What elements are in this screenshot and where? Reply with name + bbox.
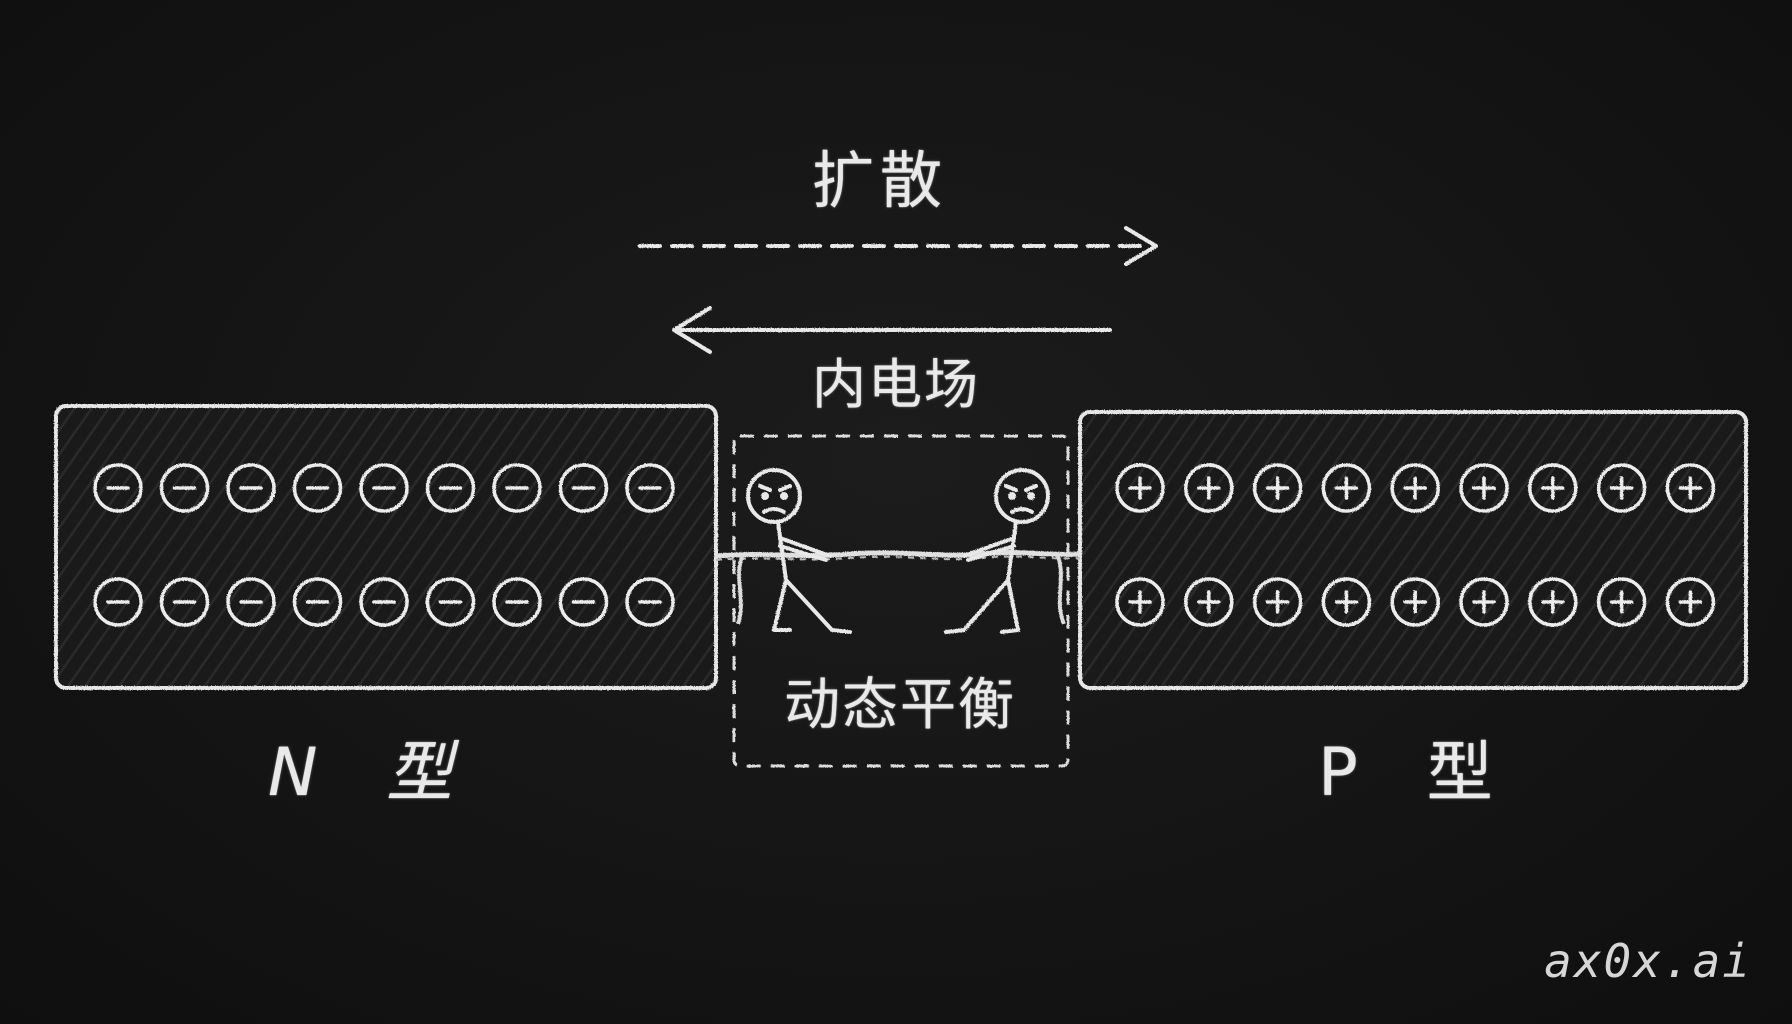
internal-field-label: 内电场 [812,353,980,416]
positive-charge-symbol [1596,463,1647,513]
stick-figure-left [746,468,852,634]
negative-charge-symbol [359,463,409,513]
positive-charge-symbol [1321,463,1372,513]
positive-charge-symbol [1528,463,1578,513]
positive-charge-symbol [1459,463,1509,513]
positive-charge-symbol [1321,577,1372,627]
positive-charge-symbol [1665,463,1716,513]
diffusion-arrow [638,226,1158,266]
positive-charge-symbol [1390,577,1440,627]
positive-charge-symbol [1184,577,1234,627]
negative-charge-symbol [93,577,143,627]
positive-charge-symbol [1528,577,1578,627]
positive-charge-symbol [1596,577,1647,627]
watermark-logo: ax0x.ai [1544,934,1752,988]
negative-charge-symbol [159,463,210,513]
depletion-region-box [732,434,1070,768]
n-type-label: N 型 [268,734,477,811]
n-charge-grid [93,463,675,627]
p-type-label: P 型 [1318,734,1517,811]
negative-charge-symbol [226,463,276,513]
positive-charge-symbol [1115,577,1165,627]
negative-charge-symbol [492,577,542,627]
negative-charge-symbol [226,577,276,627]
stick-figure-right [944,468,1050,634]
positive-charge-symbol [1390,463,1440,513]
p-charge-grid [1115,463,1716,627]
negative-charge-symbol [292,463,343,513]
positive-charge-symbol [1252,463,1303,513]
negative-charge-symbol [159,577,210,627]
negative-charge-symbol [359,577,409,627]
negative-charge-symbol [425,577,476,627]
rope [715,550,1081,625]
positive-charge-symbol [1115,463,1165,513]
internal-field-arrow [672,306,1112,354]
negative-charge-symbol [558,577,609,627]
n-type-region [54,404,718,690]
negative-charge-symbol [625,577,675,627]
positive-charge-symbol [1459,577,1509,627]
negative-charge-symbol [425,463,476,513]
positive-charge-symbol [1665,577,1716,627]
negative-charge-symbol [558,463,609,513]
dynamic-equilibrium-label: 动态平衡 [784,673,1016,738]
p-type-region [1078,410,1748,690]
negative-charge-symbol [93,463,143,513]
positive-charge-symbol [1252,577,1303,627]
diffusion-label: 扩散 [812,144,949,217]
negative-charge-symbol [292,577,343,627]
negative-charge-symbol [492,463,542,513]
negative-charge-symbol [625,463,675,513]
positive-charge-symbol [1184,463,1234,513]
